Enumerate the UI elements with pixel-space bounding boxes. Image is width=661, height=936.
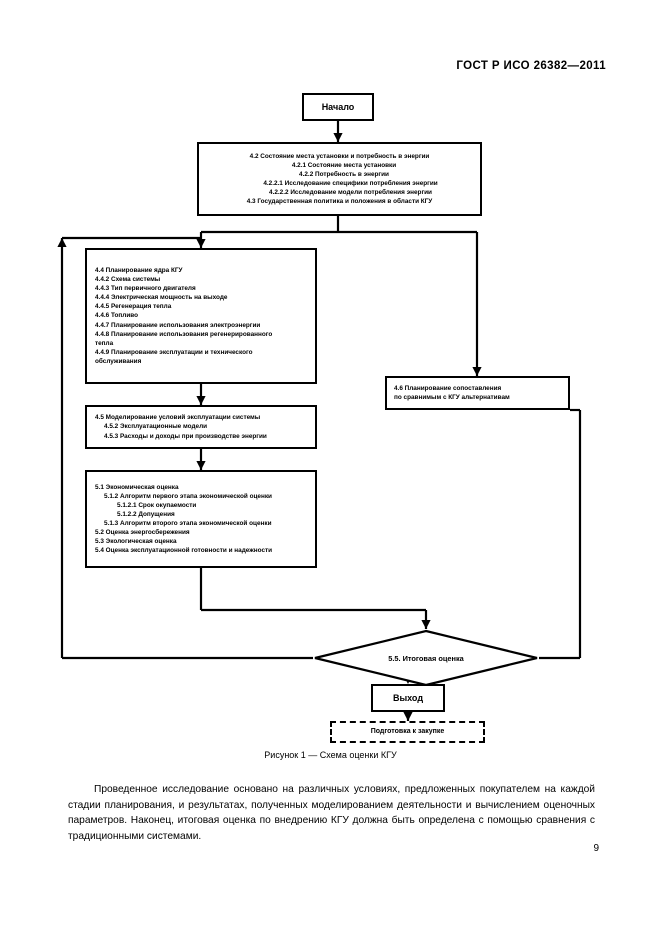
flow-line: 4.4.8 Планирование использования регенер… — [95, 330, 273, 338]
flow-line: 5.4 Оценка эксплуатационной готовности и… — [95, 547, 273, 555]
flow-line: 4.5.2 Эксплуатационные модели — [104, 423, 208, 431]
flow-node-purchase-preparation-label: Подготовка к закупке — [370, 728, 445, 736]
flow-line: 4.4.4 Электрическая мощность на выходе — [95, 294, 228, 302]
flow-line: 5.2 Оценка энергосбережения — [95, 529, 190, 537]
flow-node-modeling[interactable]: 4.5 Моделирование условий эксплуатации с… — [85, 405, 317, 449]
flow-line: 4.2.2.1 Исследование специфики потреблен… — [263, 180, 438, 187]
flow-line: 4.3 Государственная политика и положения… — [246, 198, 433, 206]
page-frame — [14, 14, 649, 924]
figure-caption: Рисунок 1 — Схема оценки КГУ — [264, 750, 397, 760]
flow-line: 4.5 Моделирование условий эксплуатации с… — [95, 414, 261, 422]
flow-node-exit[interactable]: Выход — [371, 684, 445, 712]
flow-line: 4.4.5 Регенерация тепла — [95, 303, 172, 311]
flow-node-final-evaluation-label: 5.5. Итоговая оценка — [388, 653, 464, 663]
flow-node-exit-label: Выход — [392, 692, 424, 703]
flow-line: 5.1.2.2 Допущения — [117, 510, 175, 518]
flow-line: 4.5.3 Расходы и доходы при производстве … — [104, 432, 267, 440]
flow-node-final-evaluation[interactable]: 5.5. Итоговая оценка — [313, 629, 539, 687]
flow-line: 4.4.2 Схема системы — [95, 276, 161, 284]
flow-line: 5.1.3 Алгоритм второго этапа экономическ… — [104, 520, 272, 527]
flow-line: 4.2.2.2 Исследование модели потребления … — [269, 189, 432, 197]
flow-node-core-planning[interactable]: 4.4 Планирование ядра КГУ 4.4.2 Схема си… — [85, 248, 317, 384]
flow-node-comparison-planning[interactable]: 4.6 Планирование сопоставления по сравни… — [385, 376, 570, 410]
flow-line: по сравнимым с КГУ альтернативам — [394, 394, 510, 401]
flow-line: 5.1.2.1 Срок окупаемости — [117, 501, 197, 509]
flow-line: 4.6 Планирование сопоставления — [394, 384, 502, 392]
flow-node-purchase-preparation[interactable]: Подготовка к закупке — [330, 721, 485, 743]
flow-line: 5.1.2 Алгоритм первого этапа экономическ… — [104, 492, 272, 500]
flow-line: обслуживания — [95, 357, 142, 365]
flow-line: 4.2 Состояние места установки и потребно… — [249, 152, 430, 160]
flow-line: 4.4.3 Тип первичного двигателя — [95, 285, 196, 293]
flow-node-site-energy[interactable]: 4.2 Состояние места установки и потребно… — [197, 142, 482, 216]
flow-node-start[interactable]: Начало — [302, 93, 374, 121]
body-paragraph: Проведенное исследование основано на раз… — [68, 784, 595, 842]
figure-flowchart: Начало 4.2 Состояние места установки и п… — [0, 80, 661, 760]
document-header: ГОСТ Р ИСО 26382—2011 — [456, 60, 606, 72]
flow-line: тепла — [95, 339, 114, 347]
flow-line: 4.4.6 Топливо — [95, 312, 138, 320]
flow-node-economic-evaluation[interactable]: 5.1 Экономическая оценка 5.1.2 Алгоритм … — [85, 470, 317, 568]
flow-line: 4.2.2 Потребность в энергии — [299, 170, 389, 178]
flow-line: 4.4.9 Планирование эксплуатации и технич… — [95, 348, 253, 356]
flow-line: 4.4.7 Планирование использования электро… — [95, 321, 261, 329]
flow-line: 4.4 Планирование ядра КГУ — [95, 266, 183, 274]
flow-line: 5.3 Экологическая оценка — [95, 538, 177, 546]
flow-line: 5.1 Экономическая оценка — [95, 483, 179, 491]
flow-line: 4.2.1 Состояние места установки — [291, 161, 397, 169]
page-number: 9 — [593, 843, 599, 854]
flow-node-start-label: Начало — [321, 101, 355, 112]
